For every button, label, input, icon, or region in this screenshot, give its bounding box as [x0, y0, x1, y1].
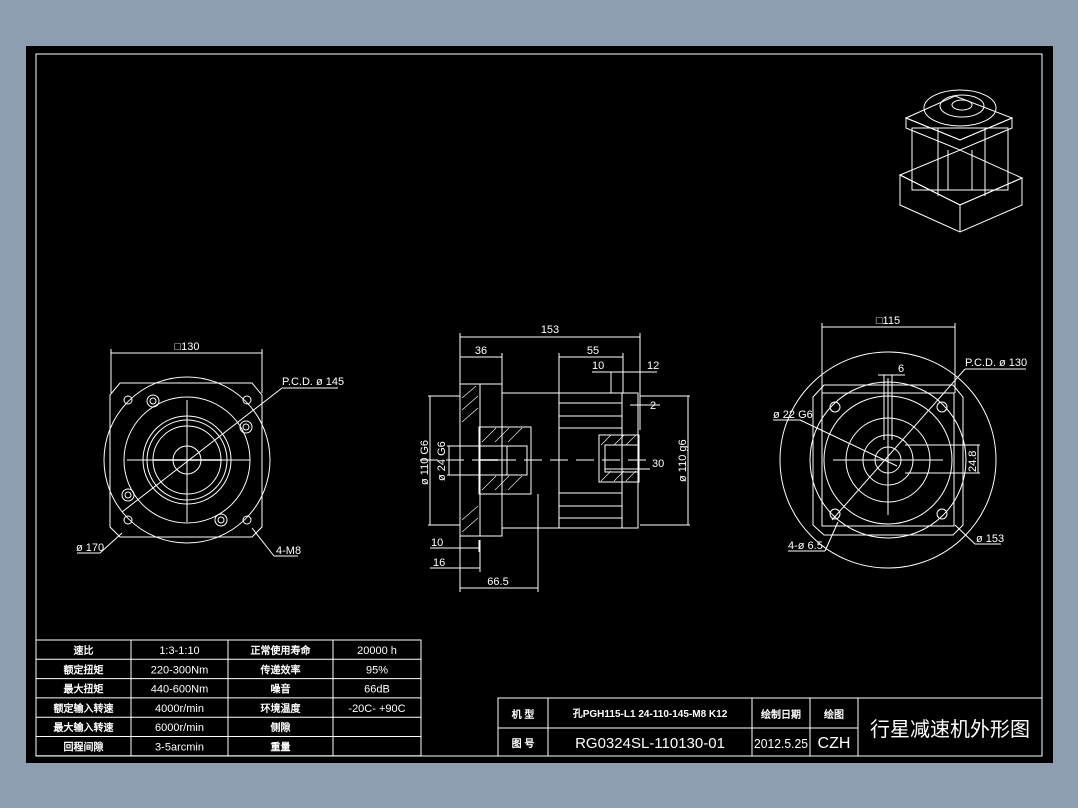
dim-dia-153: ø 153 — [976, 533, 1004, 545]
spec-table: 速比 1:3-1:10 正常使用寿命 20000 h 额定扭矩 220-300Nm 传递效率… — [35, 639, 422, 757]
spec-label: 速比 — [74, 644, 94, 657]
spec-value: 95% — [366, 664, 388, 676]
spec-label: 额定输入转速 — [54, 702, 114, 715]
model-value: 孔PGH115-L1 24-110-145-M8 K12 — [573, 707, 728, 720]
spec-label: 回程间隙 — [64, 741, 104, 754]
dim-pcd-130: P.C.D. ø 130 — [965, 357, 1027, 369]
spec-value: 6000r/min — [155, 722, 204, 734]
dim-bore-24-G6: ø 24 G6 — [436, 441, 448, 481]
spec-value: 3-5arcmin — [155, 742, 204, 754]
front-view-input: □130 P.C.D. ø 145 ø 170 4-M8 — [76, 341, 344, 557]
dim-dia-110-G6: ø 110 G6 — [419, 440, 431, 485]
dim-24-8: 24.8 — [967, 451, 979, 472]
drawing-no-label: 图 号 — [512, 738, 535, 750]
title-block: 机 型 孔PGH115-L1 24-110-145-M8 K12 绘制日期 绘图… — [497, 697, 1043, 757]
drawing-title: 行星减速机外形图 — [870, 718, 1030, 741]
dim-4-dia-6-5: 4-ø 6.5 — [788, 540, 823, 552]
dim-30: 30 — [652, 458, 664, 470]
spec-label: 重量 — [271, 741, 291, 754]
spec-value: 4000r/min — [155, 703, 204, 715]
dim-36: 36 — [475, 345, 487, 357]
dim-16: 16 — [433, 557, 445, 569]
dim-dia-170: ø 170 — [76, 542, 104, 554]
dim-10-bottom: 10 — [431, 537, 443, 549]
dim-pcd-145: P.C.D. ø 145 — [282, 376, 344, 388]
front-view-output: □115 6 P.C.D. ø 130 ø 22 G6 24.8 4-ø 6.5… — [773, 315, 1027, 569]
dim-55: 55 — [587, 345, 599, 357]
spec-value: 440-600Nm — [151, 684, 208, 696]
drawing-date: 2012.5.25 — [754, 736, 808, 751]
dim-2: 2 — [650, 400, 656, 412]
dim-length-153: 153 — [541, 324, 559, 336]
dim-12: 12 — [647, 360, 659, 372]
dim-key-6: 6 — [898, 363, 904, 375]
model-label: 机 型 — [512, 708, 535, 721]
spec-label: 侧隙 — [271, 721, 291, 734]
spec-label: 环境温度 — [261, 702, 302, 715]
drawing-no: RG0324SL-110130-01 — [575, 735, 725, 752]
spec-value: 220-300Nm — [151, 664, 208, 676]
drawer-label: 绘图 — [824, 708, 844, 721]
spec-label: 传递效率 — [260, 663, 301, 676]
spec-label: 噪音 — [271, 683, 291, 696]
dim-bore-22-G6: ø 22 G6 — [773, 409, 813, 421]
spec-label: 正常使用寿命 — [251, 644, 312, 657]
spec-label: 最大扭矩 — [64, 683, 104, 696]
spec-label: 最大输入转速 — [54, 721, 114, 734]
dim-dia-110-g6: ø 110 g6 — [677, 439, 689, 482]
dim-square-130: □130 — [175, 341, 200, 353]
drawer-name: CZH — [818, 735, 851, 752]
spec-label: 额定扭矩 — [64, 663, 104, 676]
dim-4-m8: 4-M8 — [276, 545, 301, 557]
spec-value: 66dB — [364, 684, 390, 696]
dim-10-top: 10 — [592, 360, 604, 372]
side-section-view: 153 36 55 10 12 2 30 ø 110 G6 ø 24 G6 ø … — [419, 324, 690, 592]
date-label: 绘制日期 — [761, 708, 801, 721]
spec-value: 20000 h — [357, 645, 397, 657]
spec-value: 1:3-1:10 — [159, 645, 199, 657]
spec-value: -20C- +90C — [348, 703, 405, 715]
dim-66-5: 66.5 — [487, 576, 508, 588]
isometric-view — [898, 89, 1024, 233]
drawing-canvas — [26, 46, 1053, 763]
dim-square-115: □115 — [876, 315, 900, 327]
